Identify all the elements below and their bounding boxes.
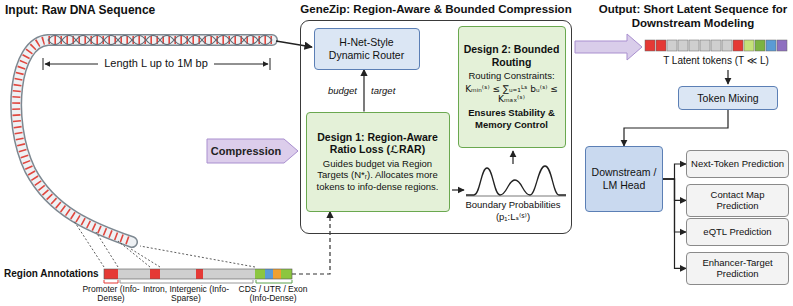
box-body: Routing Constraints:	[468, 70, 554, 81]
arrow-outline	[207, 139, 298, 163]
connector	[292, 212, 330, 275]
token	[667, 40, 677, 51]
connector	[624, 110, 728, 146]
box-title: Design 2: Bounded Routing	[463, 43, 561, 68]
task-box: eQTL Prediction	[686, 218, 789, 246]
box-title: Enhancer-Target Prediction	[691, 257, 784, 280]
dimension-tick	[270, 58, 271, 70]
token	[733, 40, 743, 51]
mixing-box: Token Mixing	[678, 86, 778, 110]
dna-strand	[48, 36, 272, 45]
region-title: Region Annotations	[4, 268, 99, 280]
token	[656, 40, 666, 51]
dna-strand	[48, 36, 272, 45]
token	[711, 40, 721, 51]
task-box: Enhancer-Target Prediction	[686, 252, 789, 285]
intron-segment	[118, 269, 150, 279]
bar-outline	[104, 269, 292, 279]
dimension-tick	[43, 58, 44, 70]
box-title: eQTL Prediction	[703, 226, 771, 237]
region-label: CDS / UTR / Exon (Info-Dense)	[235, 285, 311, 303]
box-title: Token Mixing	[697, 92, 758, 105]
region-bar: Region Annotations	[4, 268, 292, 280]
token	[744, 40, 754, 51]
promoter-segment	[104, 269, 118, 279]
bracket	[104, 280, 118, 283]
box-title: Design 1: Region-Aware Ratio Loss (ℒRAR)	[311, 131, 445, 156]
compression-arrow: Compression	[206, 138, 300, 164]
token	[689, 40, 699, 51]
token	[777, 40, 787, 51]
token	[645, 40, 655, 51]
region-label: Promoter (Info-Dense)	[80, 285, 142, 303]
head-box: Downstream / LM Head	[585, 146, 663, 212]
box-title: Next-Token Prediction	[691, 158, 784, 169]
intron-segment	[160, 269, 196, 279]
flow-arrow	[727, 70, 728, 84]
task-box: Next-Token Prediction	[686, 150, 789, 178]
router-box: H-Net-Style Dynamic Router	[314, 28, 420, 70]
box-title: Contact Map Prediction	[691, 189, 784, 212]
connector	[363, 70, 364, 112]
design-box: Design 1: Region-Aware Ratio Loss (ℒRAR)…	[306, 112, 450, 212]
panel-title: Input: Raw DNA Sequence	[5, 3, 155, 17]
token	[722, 40, 732, 51]
dimension-line	[45, 64, 98, 65]
design-box: Design 2: Bounded RoutingRouting Constra…	[458, 26, 566, 148]
utr-segment	[265, 269, 273, 279]
token-caption: T Latent tokens (T ≪ L)	[646, 55, 786, 67]
edge-label: budget	[327, 85, 358, 97]
curve-symbol: (p₁:Lₛ⁽ˢ⁾)	[457, 211, 569, 222]
token	[766, 40, 776, 51]
leader-line	[118, 241, 150, 267]
curve-axis	[466, 196, 566, 197]
flow-label: target	[370, 85, 396, 96]
connector	[663, 179, 686, 268]
connector	[663, 164, 686, 179]
dense-segment	[150, 269, 160, 279]
token	[700, 40, 710, 51]
flow-arrow	[512, 151, 513, 164]
curve-caption: Boundary Probabilities	[457, 199, 569, 210]
exon-segment	[273, 269, 281, 279]
panel-title: Output: Short Latent Sequence for Downst…	[595, 2, 791, 30]
intergenic-segment	[203, 269, 255, 279]
dense-segment	[196, 269, 203, 279]
box-body: Ensures Stability & Memory Control	[463, 107, 561, 130]
bracket	[256, 280, 292, 283]
bracket	[120, 280, 253, 283]
output-arrow	[575, 34, 642, 60]
token	[755, 40, 765, 51]
box-body: Guides budget via Region Targets (N*ᵣ). …	[311, 158, 445, 192]
task-box: Contact Map Prediction	[686, 184, 789, 217]
leader-line	[96, 232, 118, 267]
box-title: Downstream / LM Head	[590, 166, 658, 191]
arrow-text: Compression	[211, 145, 281, 157]
flow-arrow	[452, 189, 464, 190]
cds-segment	[255, 269, 265, 279]
leader-line	[140, 246, 255, 267]
dimension-line	[214, 64, 268, 65]
input-arrow	[276, 41, 312, 47]
box-title: H-Net-Style Dynamic Router	[319, 36, 415, 61]
leader-line	[131, 249, 160, 267]
leader-line	[74, 221, 104, 267]
region-label: Intron, Intergenic (Info-Sparse)	[143, 285, 229, 303]
probability-curve	[466, 166, 566, 195]
dimension-label: Length L up to 1M bp	[100, 57, 212, 70]
box-body: Kₘᵢₙ⁽ˢ⁾ ≤ ∑ᵤ₌₁ᴸˢ bᵤ⁽ˢ⁾ ≤ Kₘₐₓ⁽ˢ⁾	[463, 84, 561, 106]
cds-segment	[281, 269, 292, 279]
frame-title: GeneZip: Region-Aware & Bounded Compress…	[300, 2, 571, 16]
token	[678, 40, 688, 51]
